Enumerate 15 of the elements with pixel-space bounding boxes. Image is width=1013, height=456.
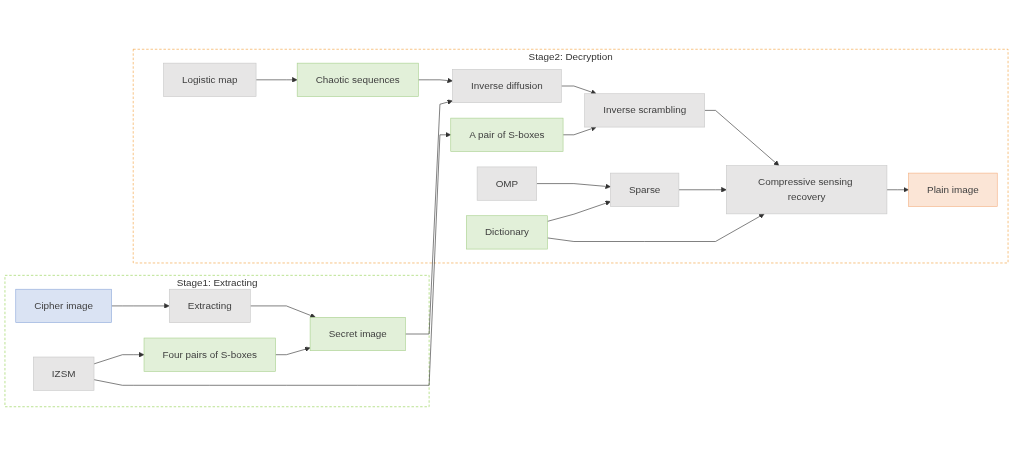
node-box: Secret image: [309, 317, 406, 351]
node-box: IZSM: [33, 356, 95, 391]
node-box: Sparse: [610, 172, 680, 207]
node-box: Logistic map: [163, 62, 257, 97]
node-box: Inverse diffusion: [452, 69, 562, 103]
node-box: A pair of S-boxes: [450, 117, 564, 152]
node-box: Extracting: [169, 288, 251, 323]
node-box: Four pairs of S-boxes: [143, 337, 276, 372]
node-box: Cipher image: [15, 288, 112, 323]
node-box: Dictionary: [466, 215, 548, 250]
node-box: Compressive sensing recovery: [726, 165, 888, 215]
node-box: Chaotic sequences: [296, 62, 419, 97]
node-box: Inverse scrambling: [584, 93, 705, 128]
node-box: OMP: [476, 166, 537, 201]
node-box: Plain image: [908, 172, 998, 207]
